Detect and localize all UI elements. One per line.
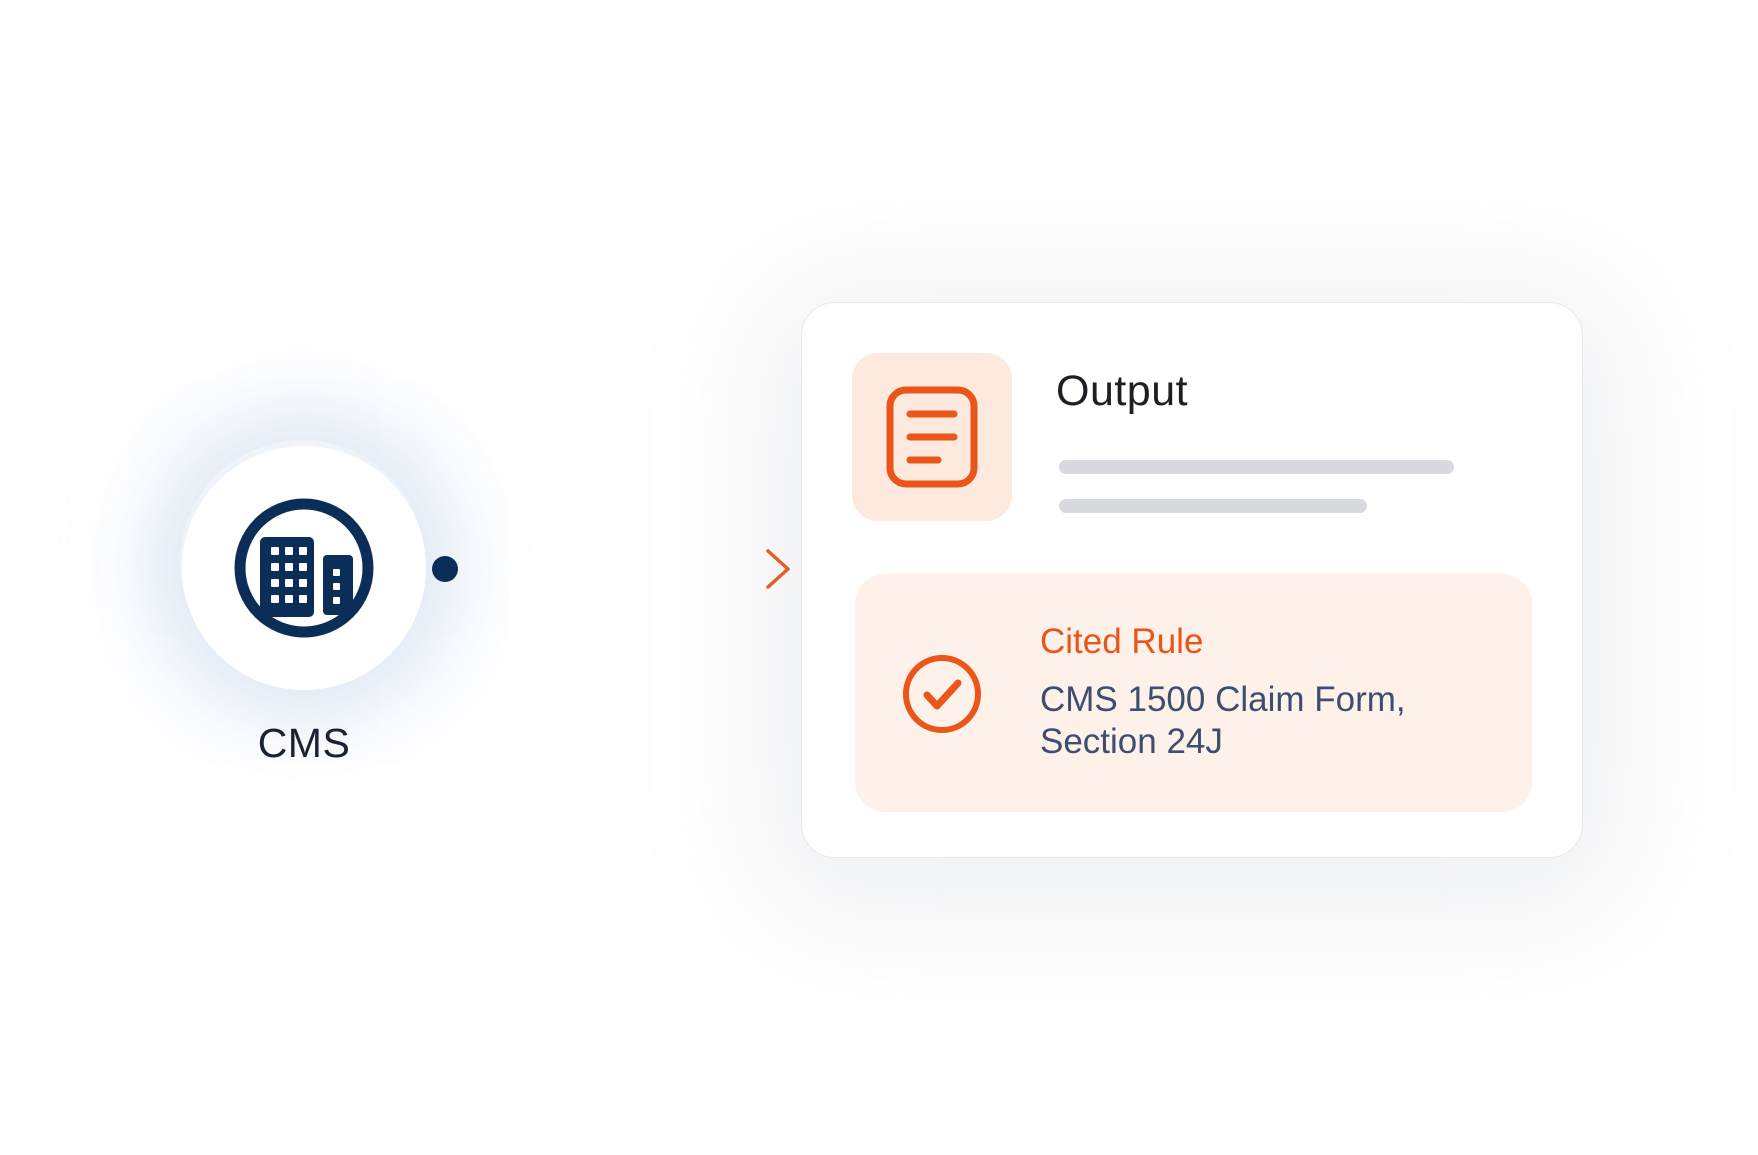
cited-rule-panel: Cited Rule CMS 1500 Claim Form, Section … bbox=[855, 574, 1532, 812]
cited-rule-text: CMS 1500 Claim Form, Section 24J bbox=[1040, 679, 1406, 763]
document-lines-icon bbox=[886, 386, 978, 488]
source-node bbox=[182, 446, 426, 690]
check-circle-icon bbox=[903, 655, 981, 733]
output-card: Output Cited Rule CMS 1500 Claim Form, S… bbox=[801, 302, 1583, 858]
cited-rule-line: Section 24J bbox=[1040, 722, 1223, 761]
connector-arrow bbox=[432, 549, 790, 589]
document-tile bbox=[852, 353, 1012, 521]
buildings-icon bbox=[234, 498, 374, 638]
output-title: Output bbox=[1056, 367, 1189, 415]
cited-rule-line: CMS 1500 Claim Form, bbox=[1040, 680, 1406, 719]
connector-start-dot bbox=[432, 556, 458, 582]
cited-rule-heading: Cited Rule bbox=[1040, 622, 1204, 661]
arrow-right-icon bbox=[766, 549, 790, 589]
source-label: CMS bbox=[257, 720, 351, 766]
placeholder-line bbox=[1059, 460, 1454, 474]
placeholder-line bbox=[1059, 499, 1367, 513]
